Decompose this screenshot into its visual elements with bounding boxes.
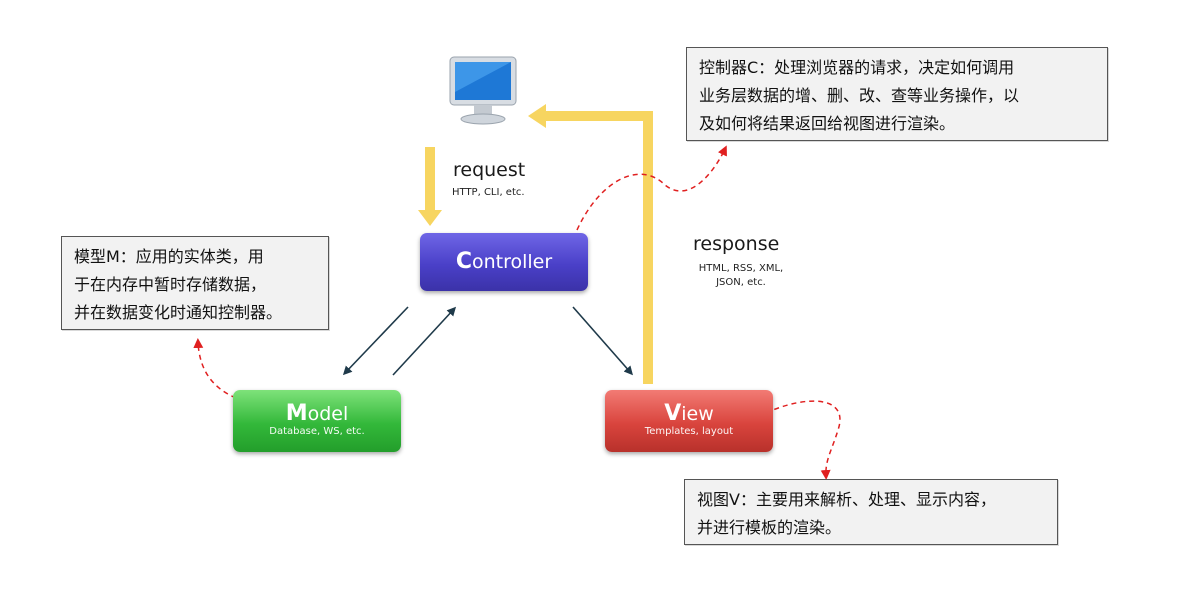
controller-to-model-connector [342, 306, 409, 376]
monitor-icon [449, 56, 517, 125]
response-label: response [693, 233, 780, 255]
model-subtitle: Database, WS, etc. [269, 426, 365, 437]
model-to-controller-connector [392, 306, 457, 376]
model-node: Model Database, WS, etc. [233, 390, 401, 452]
response-formats: HTML, RSS, XML, JSON, etc. [698, 263, 784, 288]
model-note: 模型M：应用的实体类，用 于在内存中暂时存储数据， 并在数据变化时通知控制器。 [61, 236, 329, 330]
view-title: View [664, 401, 714, 426]
view-note: 视图V：主要用来解析、处理、显示内容， 并进行模板的渲染。 [684, 479, 1058, 545]
request-protocols: HTTP, CLI, etc. [452, 187, 525, 198]
controller-node: Controller [420, 233, 588, 291]
controller-note: 控制器C：处理浏览器的请求，决定如何调用 业务层数据的增、删、改、查等业务操作，… [686, 47, 1108, 141]
view-node: View Templates, layout [605, 390, 773, 452]
response-arrow [528, 104, 653, 384]
controller-title: Controller [455, 249, 553, 274]
request-arrow [418, 147, 442, 226]
view-subtitle: Templates, layout [644, 426, 734, 437]
controller-to-view-connector [572, 306, 633, 376]
view-callout-arrow [765, 400, 841, 480]
model-title: Model [285, 401, 349, 426]
request-label: request [453, 159, 526, 181]
